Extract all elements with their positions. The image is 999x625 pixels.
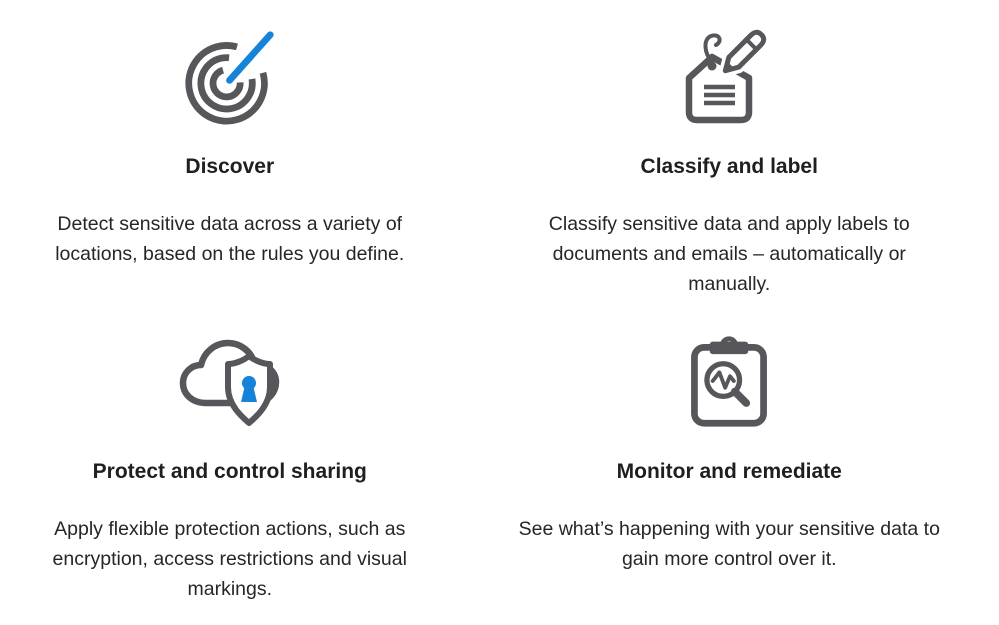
target-pen-icon [181, 26, 278, 126]
feature-card-discover: Discover Detect sensitive data across a … [0, 0, 460, 299]
card-title: Discover [185, 155, 275, 178]
card-title: Protect and control sharing [92, 460, 367, 483]
feature-grid: Discover Detect sensitive data across a … [0, 0, 999, 604]
card-description: See what’s happening with your sensitive… [518, 518, 940, 570]
feature-card-classify: Classify and label Classify sensitive da… [460, 0, 999, 299]
tag-pencil-icon [679, 26, 779, 126]
cloud-lock-shield-icon [179, 331, 281, 431]
card-title: Monitor and remediate [616, 460, 842, 483]
feature-card-monitor: Monitor and remediate See what’s happeni… [460, 299, 999, 604]
feature-card-protect: Protect and control sharing Apply flexib… [0, 299, 460, 604]
card-description: Detect sensitive data across a variety o… [55, 213, 405, 265]
card-description: Classify sensitive data and apply labels… [548, 213, 910, 295]
card-title: Classify and label [640, 155, 818, 178]
clipboard-magnifier-pulse-icon [681, 331, 777, 431]
card-description: Apply flexible protection actions, such … [52, 518, 407, 600]
